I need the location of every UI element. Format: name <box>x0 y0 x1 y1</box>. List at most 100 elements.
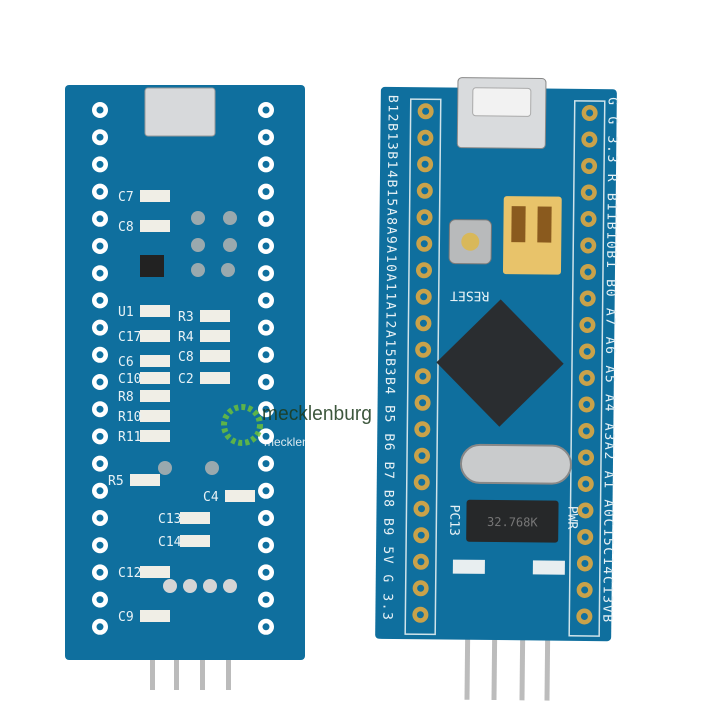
pin-hole-center <box>583 400 591 408</box>
via-pad <box>205 461 219 475</box>
smd-component <box>180 535 210 547</box>
pin-hole-center <box>418 425 426 433</box>
component-label: C12 <box>118 566 141 581</box>
smd-component <box>200 310 230 322</box>
pin-hole-center <box>96 188 104 196</box>
pin-hole-center <box>96 133 104 141</box>
pin-hole-center <box>262 351 270 359</box>
pin-hole-center <box>584 268 592 276</box>
pin-hole-center <box>419 372 427 380</box>
header-hole <box>163 579 177 593</box>
watermark-subtext: mecklenburg8 <box>264 435 340 449</box>
header-hole <box>203 579 217 593</box>
pin-hole-center <box>585 215 593 223</box>
back-pin-holes <box>92 102 274 635</box>
header-pin <box>200 650 205 690</box>
smd-component <box>130 474 160 486</box>
header-hole <box>183 579 197 593</box>
pin-hole-center <box>96 623 104 631</box>
smd-component <box>140 390 170 402</box>
crystal-8mhz <box>459 443 572 485</box>
boot0-jumper <box>511 206 526 243</box>
usb-port-opening <box>472 87 532 117</box>
pin-hole-center <box>262 242 270 250</box>
pin-hole-center <box>96 514 104 522</box>
pin-hole-center <box>96 568 104 576</box>
pin-hole-center <box>96 160 104 168</box>
pin-hole-center <box>417 584 425 592</box>
smd-component <box>140 355 170 367</box>
pwr-label: PWR <box>564 506 579 530</box>
pin-hole-center <box>419 399 427 407</box>
component-label: C6 <box>118 355 134 370</box>
component-label: R8 <box>118 390 134 405</box>
pin-hole-center <box>583 347 591 355</box>
pin-hole-center <box>96 324 104 332</box>
pin-hole-center <box>584 294 592 302</box>
component-label: C9 <box>118 610 134 625</box>
watermark: mecklenburg mecklenburg8 <box>221 403 372 449</box>
pin-hole-center <box>96 378 104 386</box>
pin-hole-center <box>262 324 270 332</box>
pwr-led <box>532 560 565 575</box>
via-pad <box>191 238 205 252</box>
smd-component <box>200 330 230 342</box>
usb-connector-back <box>144 87 216 137</box>
pin-hole-center <box>262 160 270 168</box>
pin-hole-center <box>585 188 593 196</box>
pin-hole-center <box>419 319 427 327</box>
pin-hole-center <box>418 452 426 460</box>
pin-hole-center <box>420 293 428 301</box>
pin-hole-center <box>262 596 270 604</box>
back-board: C7C8U1C17C6C10R8R10R11R3R4C8C2R5C4C13C14… <box>65 85 305 690</box>
via-pad <box>191 211 205 225</box>
pin-hole-center <box>262 405 270 413</box>
pin-hole-center <box>420 240 428 248</box>
header-pin <box>150 650 155 690</box>
pin-hole-center <box>416 611 424 619</box>
pin-hole-center <box>418 478 426 486</box>
header-pin <box>226 650 231 690</box>
pin-hole-center <box>262 378 270 386</box>
pin-hole-center <box>96 596 104 604</box>
component-label: C2 <box>178 372 194 387</box>
pin-hole-center <box>96 296 104 304</box>
via-pad <box>223 238 237 252</box>
pin-hole-center <box>96 487 104 495</box>
via-pad <box>221 263 235 277</box>
back-pcb <box>65 85 305 660</box>
pin-hole-center <box>583 374 591 382</box>
pin-hole-center <box>262 623 270 631</box>
component-label: R5 <box>108 474 124 489</box>
watermark-text: mecklenburg <box>262 403 372 425</box>
pin-hole-center <box>417 558 425 566</box>
component-label: C14 <box>158 535 182 550</box>
pin-hole-center <box>581 586 589 594</box>
pin-hole-center <box>262 432 270 440</box>
pin-hole-center <box>417 505 425 513</box>
pin-hole-center <box>580 612 588 620</box>
right-header-outline <box>568 100 606 637</box>
pin-hole-center <box>581 533 589 541</box>
smd-component <box>140 410 170 422</box>
right-pin-labels: G G 3.3 R B11B10B1 B0 A7 A6 A5 A4 A3A2 A… <box>599 97 619 622</box>
pin-hole-center <box>262 106 270 114</box>
reset-label: RESET <box>450 288 489 303</box>
component-label: C7 <box>118 190 134 205</box>
smd-component <box>140 330 170 342</box>
smd-component <box>140 305 170 317</box>
pin-hole-center <box>96 432 104 440</box>
crystal-label: 32.768K <box>487 515 538 530</box>
pin-hole-center <box>421 134 429 142</box>
component-label: C13 <box>158 512 181 527</box>
pin-hole-center <box>582 480 590 488</box>
pin-hole-center <box>96 215 104 223</box>
rtc-crystal <box>466 499 559 543</box>
smd-component <box>200 350 230 362</box>
front-board: RESET 32.768K PC13 PWR B12B13B14B15A8A9A… <box>375 77 620 701</box>
smd-component <box>140 430 170 442</box>
pin-hole-center <box>262 269 270 277</box>
via-pad <box>223 211 237 225</box>
